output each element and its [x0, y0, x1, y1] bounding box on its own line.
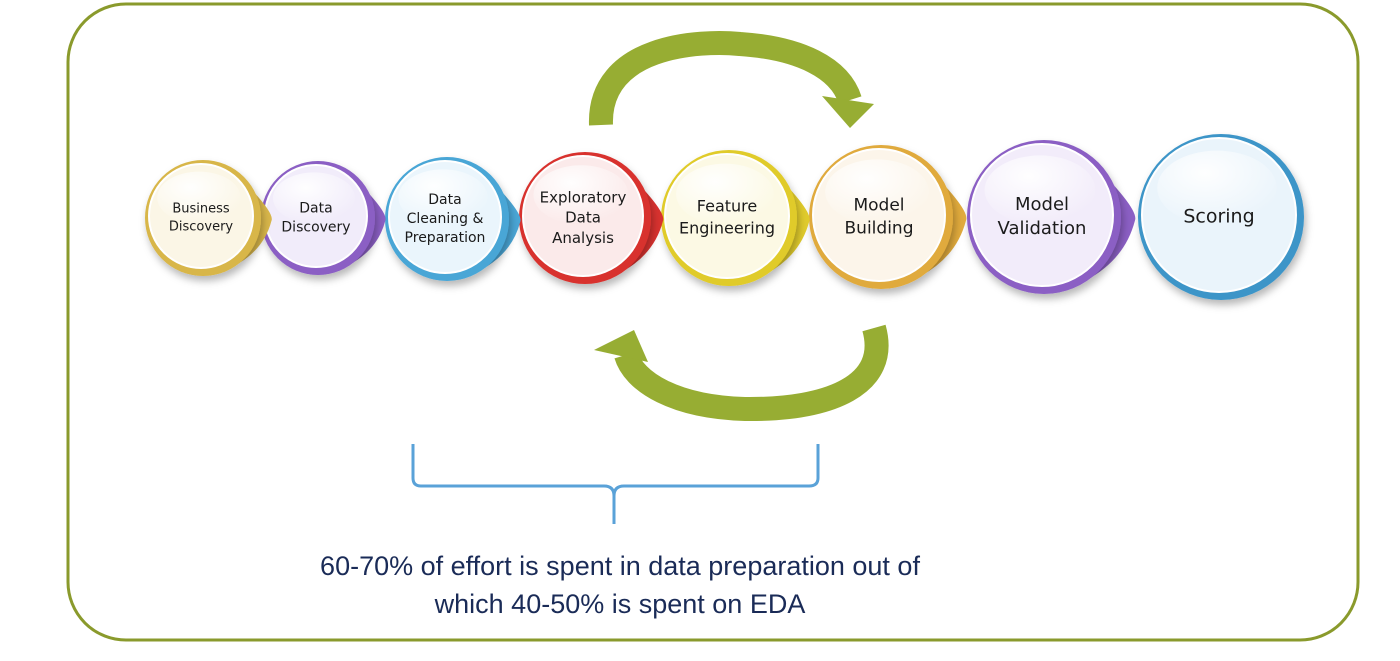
step-label: Validation — [998, 218, 1087, 239]
process-step: Scoring — [1138, 134, 1304, 300]
step-label: Data — [428, 192, 461, 208]
step-label: Cleaning & — [407, 211, 484, 227]
effort-brace — [411, 444, 820, 524]
step-label: Model — [1015, 194, 1069, 215]
step-gloss — [157, 171, 241, 224]
step-label: Exploratory — [540, 188, 627, 206]
bottom-loop-arrow — [594, 324, 889, 422]
step-label: Feature — [697, 197, 757, 216]
caption-line-1: 60-70% of effort is spent in data prepar… — [320, 551, 920, 581]
step-label: Scoring — [1183, 206, 1254, 228]
step-gloss — [533, 165, 629, 225]
step-label: Preparation — [405, 230, 486, 246]
step-label: Discovery — [281, 219, 350, 235]
step-label: Model — [853, 196, 904, 216]
step-label: Analysis — [552, 229, 614, 247]
step-gloss — [1157, 150, 1277, 226]
step-gloss — [984, 155, 1096, 225]
step-label: Data — [299, 201, 332, 217]
step-label: Discovery — [169, 219, 234, 234]
step-label: Data — [565, 209, 601, 227]
step-gloss — [398, 169, 488, 226]
step-gloss — [272, 172, 356, 224]
process-steps: ScoringModelValidationModelBuildingFeatu… — [145, 134, 1304, 300]
step-gloss — [825, 159, 929, 225]
top-loop-arrow — [588, 31, 874, 128]
step-label: Engineering — [679, 218, 775, 237]
step-gloss — [676, 163, 774, 225]
step-label: Building — [845, 218, 914, 238]
step-label: Business — [172, 202, 230, 217]
caption-line-2: which 40-50% is spent on EDA — [434, 589, 806, 619]
outer-frame — [66, 2, 1360, 642]
